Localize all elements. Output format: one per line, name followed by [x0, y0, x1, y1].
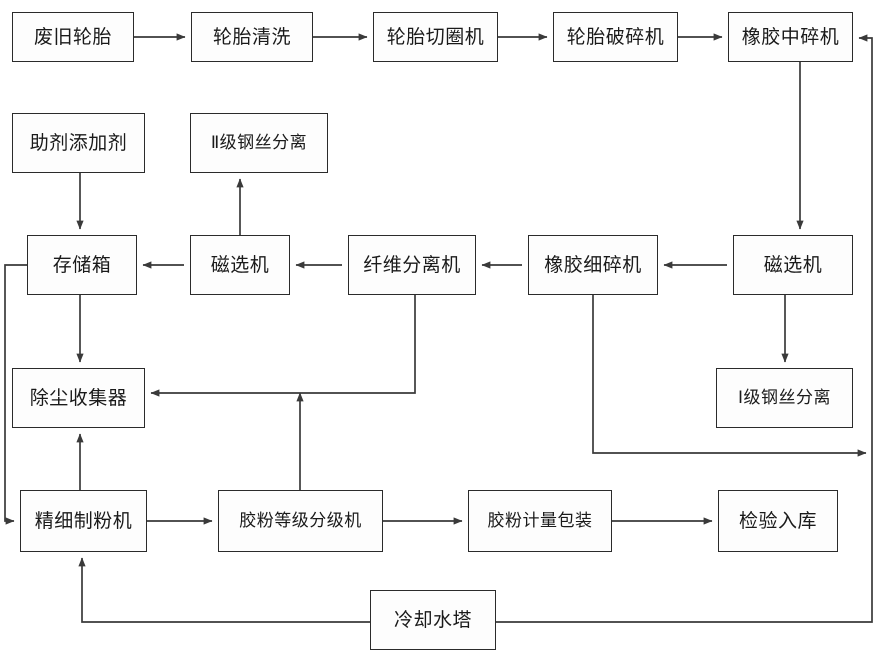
process-node-n7[interactable]: Ⅱ级钢丝分离 — [190, 113, 328, 173]
process-node-label: 磁选机 — [210, 253, 270, 276]
flow-edge-e15 — [150, 295, 416, 397]
process-node-n4[interactable]: 轮胎破碎机 — [553, 12, 678, 62]
process-node-n15[interactable]: 精细制粉机 — [20, 490, 147, 552]
process-node-label: 冷却水塔 — [393, 608, 472, 631]
process-node-n8[interactable]: 存储箱 — [27, 235, 137, 295]
process-node-n18[interactable]: 检验入库 — [718, 490, 838, 552]
flow-edge-e21 — [592, 295, 867, 457]
process-node-label: 废旧轮胎 — [33, 25, 112, 48]
process-node-label: 胶粉计量包装 — [487, 510, 593, 531]
process-node-n5[interactable]: 橡胶中碎机 — [728, 12, 853, 62]
process-node-n10[interactable]: 纤维分离机 — [348, 235, 476, 295]
process-node-n14[interactable]: Ⅰ级钢丝分离 — [716, 368, 853, 428]
process-node-label: 检验入库 — [738, 509, 817, 532]
process-node-label: 橡胶中碎机 — [741, 25, 840, 48]
process-node-label: Ⅰ级钢丝分离 — [737, 387, 831, 408]
process-node-label: 纤维分离机 — [363, 253, 461, 276]
process-node-label: 除尘收集器 — [29, 386, 128, 409]
process-node-n11[interactable]: 橡胶细碎机 — [528, 235, 658, 295]
edge-group — [4, 33, 873, 623]
process-node-n1[interactable]: 废旧轮胎 — [12, 12, 134, 62]
process-node-label: 精细制粉机 — [34, 509, 133, 532]
process-node-label: 轮胎切圈机 — [386, 25, 485, 48]
process-node-label: 胶粉等级分级机 — [239, 510, 362, 531]
process-node-n2[interactable]: 轮胎清洗 — [191, 12, 313, 62]
process-node-label: 轮胎清洗 — [212, 25, 291, 48]
process-node-n6[interactable]: 助剂添加剂 — [12, 113, 145, 173]
flow-edge-e23 — [78, 557, 370, 623]
flow-edge-e14 — [4, 264, 27, 525]
process-node-n12[interactable]: 磁选机 — [733, 235, 853, 295]
process-node-label: 磁选机 — [763, 253, 823, 276]
process-node-label: Ⅱ级钢丝分离 — [210, 132, 308, 153]
flow-edge-e22 — [496, 34, 873, 623]
process-node-n19[interactable]: 冷却水塔 — [370, 590, 496, 650]
process-node-n3[interactable]: 轮胎切圈机 — [373, 12, 498, 62]
process-node-label: 轮胎破碎机 — [566, 25, 665, 48]
process-node-label: 存储箱 — [52, 253, 112, 276]
process-node-label: 橡胶细碎机 — [544, 253, 642, 276]
process-node-n16[interactable]: 胶粉等级分级机 — [218, 490, 383, 552]
process-node-n17[interactable]: 胶粉计量包装 — [468, 490, 612, 552]
process-node-n9[interactable]: 磁选机 — [190, 235, 290, 295]
process-node-n13[interactable]: 除尘收集器 — [12, 368, 145, 428]
process-node-label: 助剂添加剂 — [29, 131, 128, 154]
